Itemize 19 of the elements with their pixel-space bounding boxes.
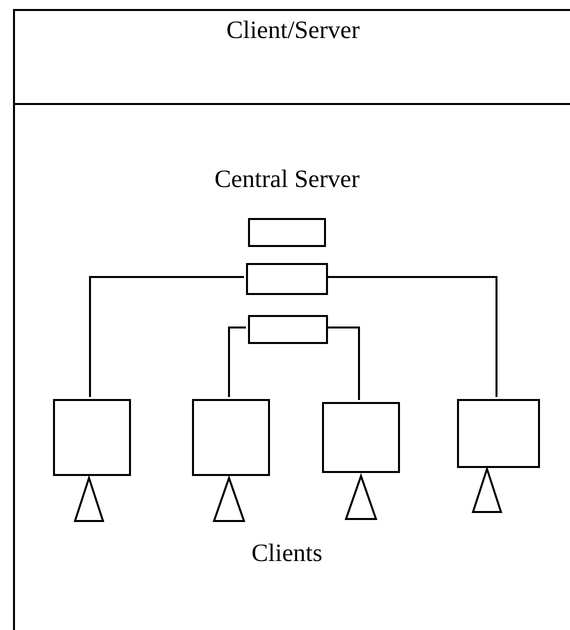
node-box: [246, 263, 328, 295]
node-box: [248, 315, 328, 344]
node-box: [192, 399, 270, 476]
connector-line: [89, 276, 244, 397]
node-box: [322, 402, 400, 473]
diagram-frame: [13, 9, 570, 630]
caption-label: Central Server: [214, 166, 360, 194]
connector-line: [228, 326, 246, 397]
triangle-symbol: [213, 477, 245, 522]
connector-line: [326, 276, 498, 397]
node-box: [248, 218, 326, 247]
triangle-symbol: [345, 475, 377, 520]
node-box: [53, 399, 131, 476]
node-box: [457, 399, 540, 468]
frame-heading: Client/Server: [225, 17, 361, 45]
triangle-symbol: [74, 477, 104, 522]
caption-label: Clients: [252, 540, 322, 568]
connector-line: [326, 326, 360, 400]
triangle-symbol: [472, 468, 502, 513]
